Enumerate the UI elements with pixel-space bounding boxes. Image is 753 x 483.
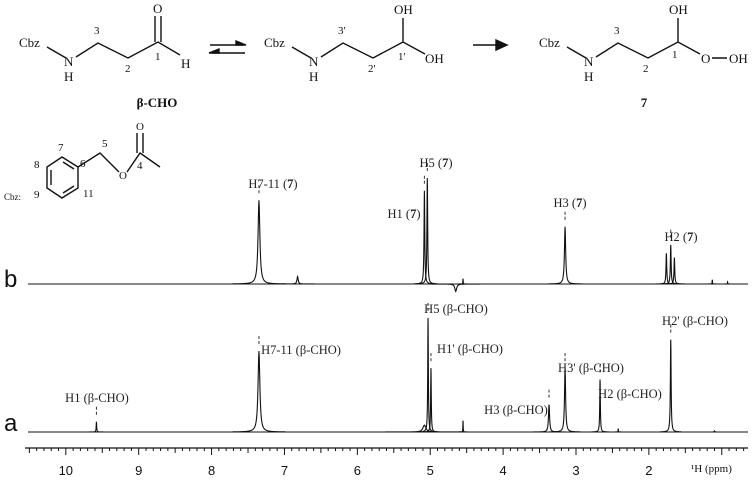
x-tick-label: 7 xyxy=(280,463,289,478)
cbz-c7: 7 xyxy=(58,142,64,154)
aldehyde-h: H xyxy=(181,56,191,71)
peak-label-a-h3-prime: H3' (β-CHO) xyxy=(558,361,624,375)
product-nh: H xyxy=(584,69,594,84)
peak-label-a-h2: H2 (β-CHO) xyxy=(598,387,662,401)
cbz-c4: 4 xyxy=(137,160,143,172)
spectrum-b-peak xyxy=(660,244,682,285)
spectrum-a-peak xyxy=(419,317,437,433)
spectrum-b-peak xyxy=(707,279,718,285)
product-o: O xyxy=(701,51,711,66)
spectrum-a-peak xyxy=(458,420,468,433)
spectrum-b-peak xyxy=(280,274,316,285)
peak-label-b-h5: H5 (7) xyxy=(419,156,453,170)
peak-label-b-h2: H2 (7) xyxy=(664,230,698,244)
peak-label-b-h3: H3 (7) xyxy=(553,196,587,210)
cbz-c11: 11 xyxy=(83,188,94,200)
aldehyde-cbz: Cbz xyxy=(19,35,40,50)
cbz-c6: 6 xyxy=(80,158,86,170)
x-tick-label: 2 xyxy=(645,463,653,478)
product-cbz: Cbz xyxy=(539,35,560,50)
spectrum-b-peak xyxy=(457,278,469,285)
x-axis-label: ¹H (ppm) xyxy=(691,463,732,475)
hydrate-nh: H xyxy=(309,69,319,84)
spectrum-a-peak xyxy=(591,379,609,433)
spectrum-a-peak xyxy=(422,368,440,433)
spectrum-a-peak xyxy=(613,428,624,433)
spectrum-a-peak xyxy=(380,424,469,433)
peak-label-a-h2-prime: H2' (β-CHO) xyxy=(662,314,728,328)
x-tick-label: 10 xyxy=(58,463,74,478)
spectrum-b-peak xyxy=(722,280,733,285)
spectrum-a-peak xyxy=(89,421,104,433)
cbz-c5: 5 xyxy=(102,138,108,150)
hydrate-c2: 2' xyxy=(368,63,376,75)
cbz-c8: 8 xyxy=(34,159,40,171)
spectrum-a-peak xyxy=(660,339,682,433)
spectrum-a-peak xyxy=(232,351,286,433)
cbz-o-carbonyl: O xyxy=(136,121,144,133)
x-tick-label: 5 xyxy=(426,463,434,478)
cbz-inset-bonds xyxy=(46,133,161,199)
product-oh: OH xyxy=(669,2,688,17)
aldehyde-c3: 3 xyxy=(94,25,100,37)
aldehyde-c1: 1 xyxy=(155,51,161,63)
x-tick-label: 9 xyxy=(135,463,143,478)
hydrate-oh-top: OH xyxy=(394,2,413,17)
hydrate-c1: 1' xyxy=(398,51,406,63)
spectrum-b-peak xyxy=(547,226,583,285)
spectrum-a-peak xyxy=(709,429,720,433)
x-tick-label: 3 xyxy=(572,463,580,478)
spectrum-a-peak xyxy=(533,404,565,433)
spectrum-b-letter: b xyxy=(4,266,18,293)
peak-label-b-h1: H1 (7) xyxy=(387,207,421,221)
aldehyde-nh: H xyxy=(64,69,74,84)
spectrum-b-peak xyxy=(655,253,677,285)
aldehyde-c2: 2 xyxy=(125,63,131,75)
hydrate-oh-right: OH xyxy=(425,51,444,66)
peak-label-a-h1: H1 (β-CHO) xyxy=(65,391,129,405)
aldehyde-o: O xyxy=(153,1,163,16)
peak-label-a-h5: H5 (β-CHO) xyxy=(424,302,488,316)
product-n: N xyxy=(584,54,594,69)
product-ooh: OH xyxy=(729,51,748,66)
spectrum-b-peak xyxy=(663,257,685,285)
product-c1: 1 xyxy=(672,49,678,61)
product-c3: 3 xyxy=(614,25,620,37)
spectrum-b-peak xyxy=(429,283,482,293)
hydrate-bonds xyxy=(291,18,426,59)
peak-label-b-h7-11: H7-11 (7) xyxy=(248,177,298,191)
aldehyde-bonds xyxy=(46,16,181,59)
cbz-c9: 9 xyxy=(34,189,40,201)
peak-label-a-h3: H3 (β-CHO) xyxy=(484,403,548,417)
spectrum-b-peak xyxy=(416,177,438,285)
peak-label-a-h7-11: H7-11 (β-CHO) xyxy=(261,343,341,357)
hydrate-c3: 3' xyxy=(338,25,346,37)
x-tick-label: 8 xyxy=(207,463,216,478)
peak-label-a-h1-prime: H1' (β-CHO) xyxy=(437,342,503,356)
cbz-inset-label: Cbz: xyxy=(4,192,21,202)
product-name: 7 xyxy=(640,95,648,110)
aldehyde-name: β-CHO xyxy=(136,95,178,110)
hydrate-n: N xyxy=(309,54,319,69)
spectrum-a-peak xyxy=(549,368,581,433)
hydrate-cbz: Cbz xyxy=(264,35,285,50)
product-c2: 2 xyxy=(643,63,649,75)
aldehyde-n: N xyxy=(64,54,74,69)
x-tick-label: 6 xyxy=(353,463,361,478)
x-tick-label: 4 xyxy=(499,463,507,478)
spectrum-b-peak xyxy=(413,190,435,285)
product-bonds xyxy=(566,18,727,59)
cbz-o-ester: O xyxy=(119,170,127,182)
spectrum-b-peak xyxy=(232,200,286,285)
spectrum-a-letter: a xyxy=(4,410,18,437)
